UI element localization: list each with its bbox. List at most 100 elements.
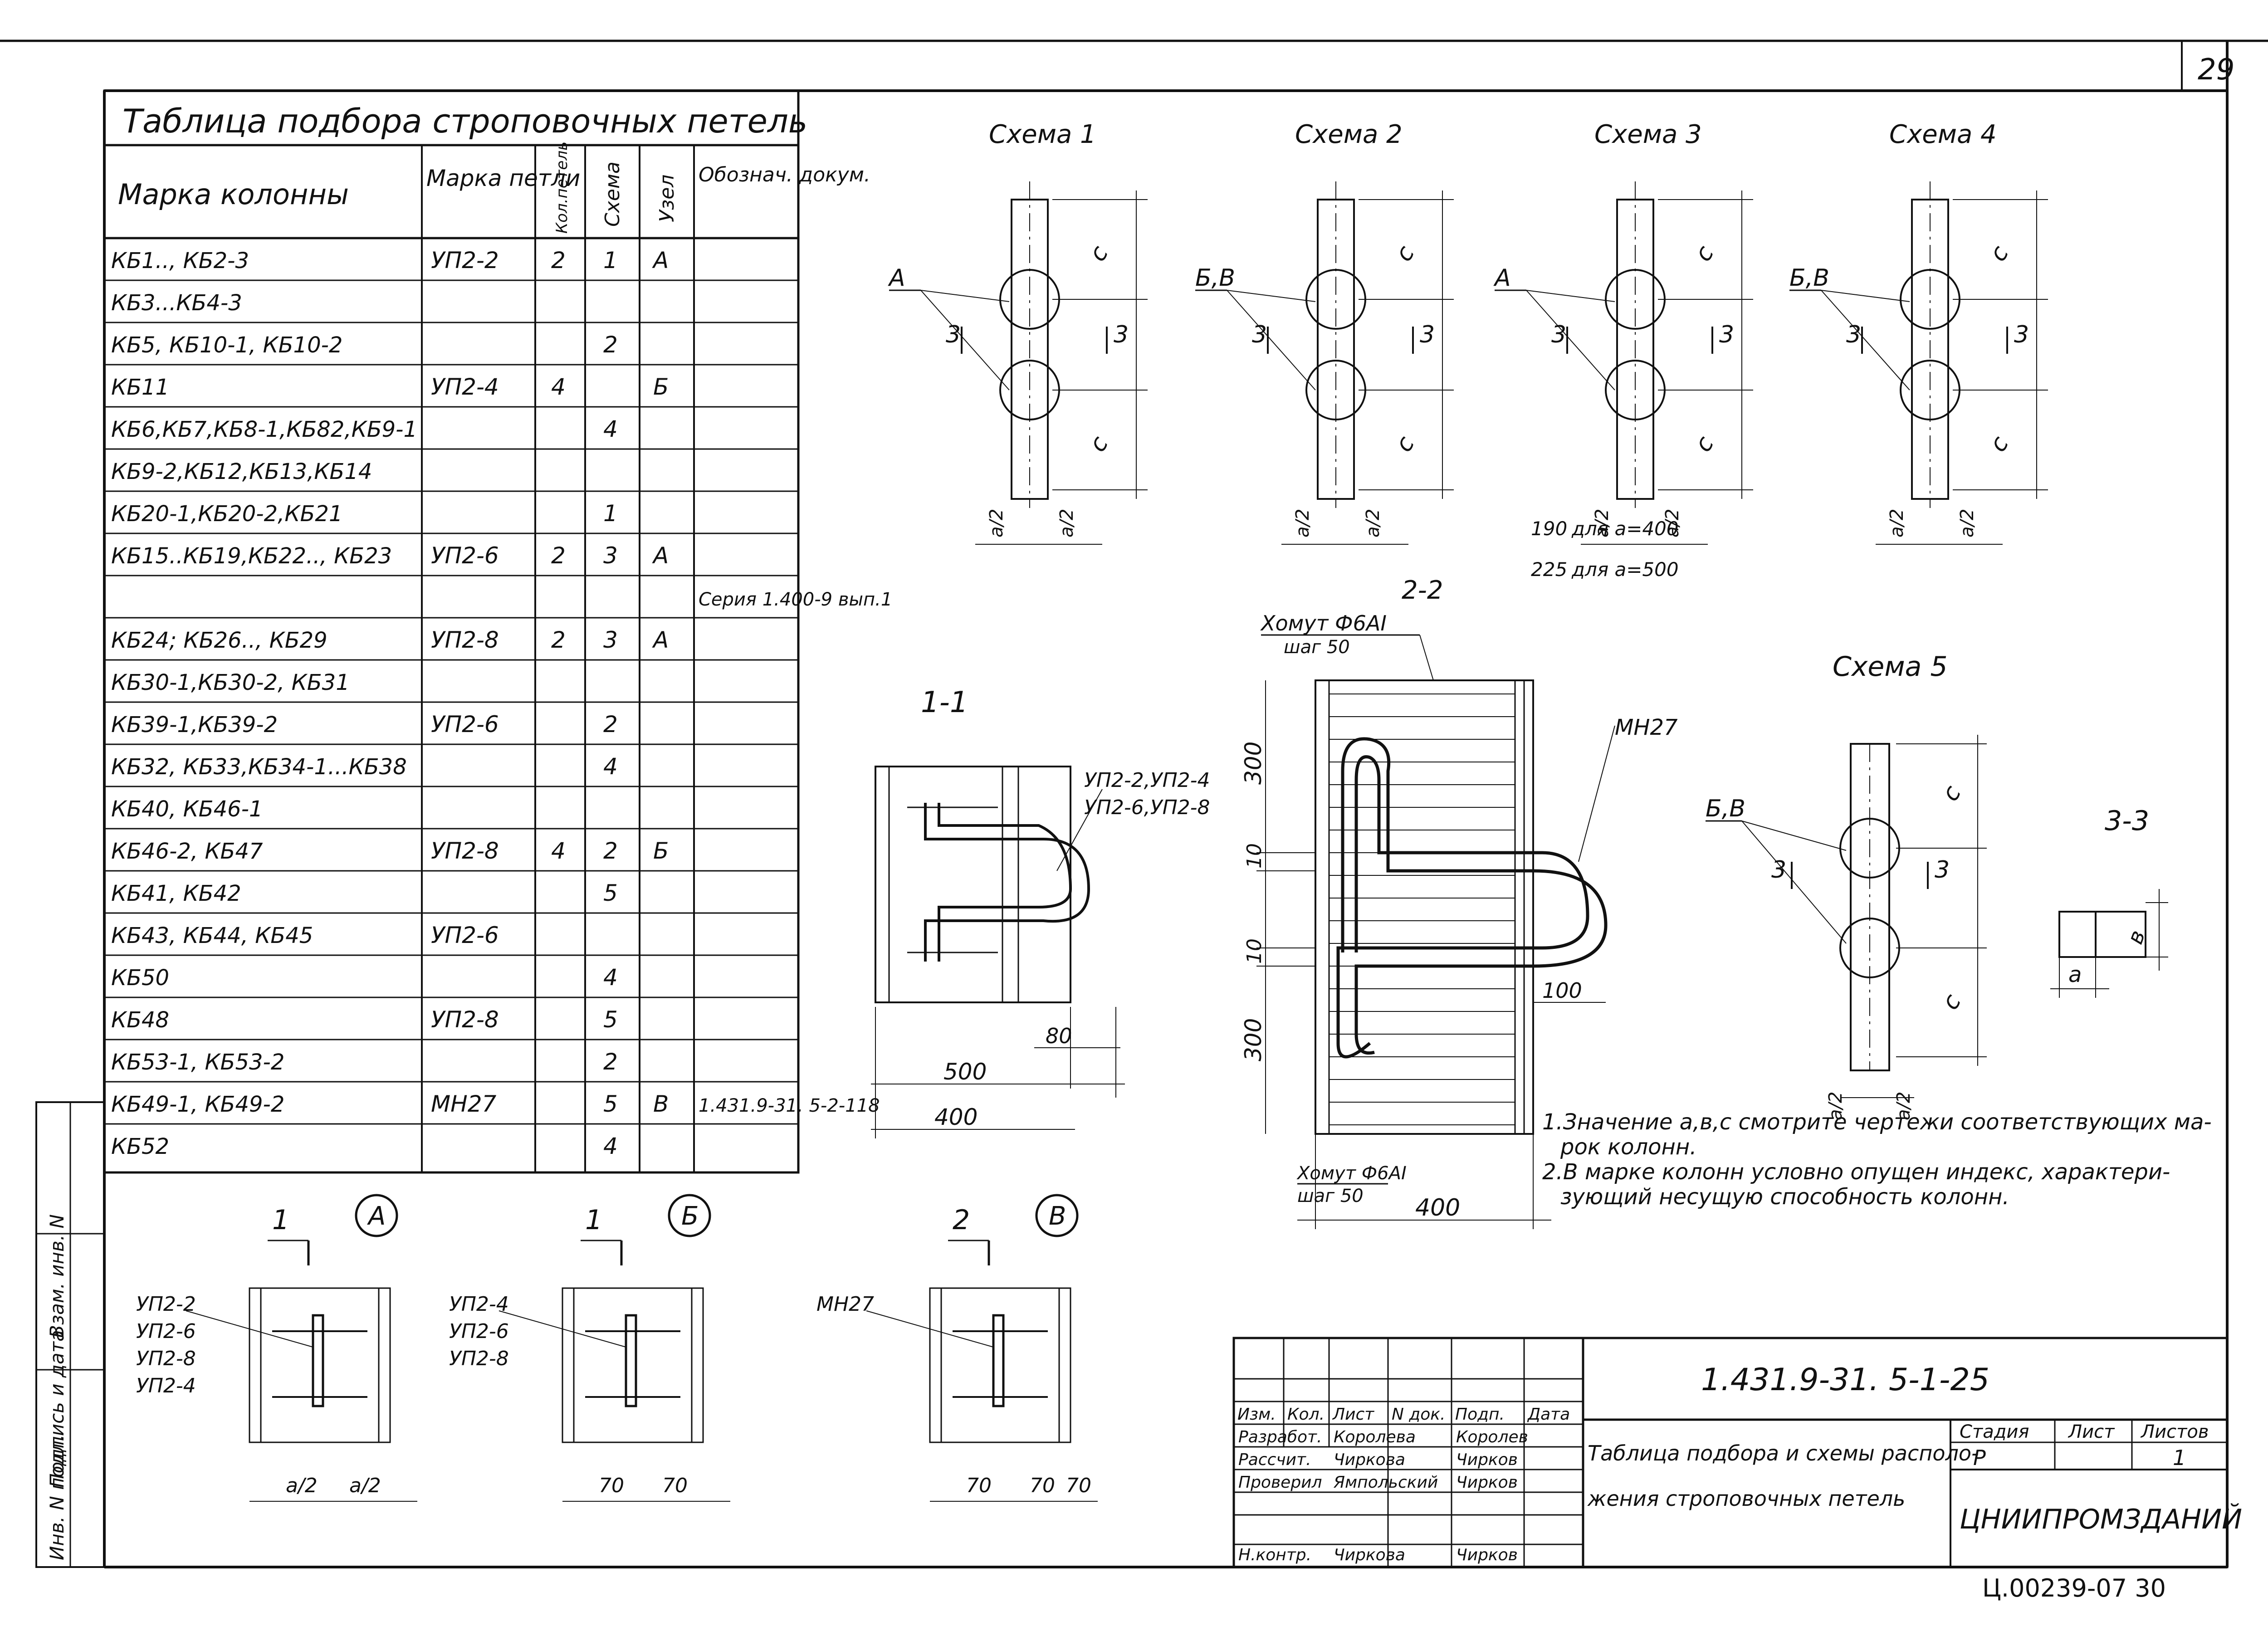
node-B-d1: 70 — [599, 1474, 624, 1497]
scheme-1-3l: 3 — [946, 321, 961, 348]
notes: 1.Значение а,в,с смотрите чертежи соотве… — [1542, 1109, 2212, 1210]
node-B-cut: 1 — [585, 1204, 602, 1236]
scheme-3-3l: 3 — [1551, 321, 1566, 348]
stamp-replace: Взам. инв. N — [46, 1214, 68, 1338]
node-V-label: В — [1049, 1201, 1066, 1231]
table-cell: УП2-8 — [431, 627, 499, 653]
tb-doc-code: 1.431.9-31. 5-1-25 — [1701, 1362, 1989, 1398]
tb-sheets: 1 — [2173, 1446, 2186, 1470]
table-cell: УП2-8 — [431, 838, 499, 864]
table-cell: 3 — [603, 627, 618, 653]
tb-name: Ямпольский — [1333, 1473, 1438, 1492]
scheme-3-c1: с — [1689, 241, 1719, 266]
section-3-3: 3-3 а в — [2050, 805, 2168, 998]
table-cell: 2 — [603, 838, 618, 864]
section-22-title: 2-2 — [1402, 576, 1443, 605]
node-B-loop: УП2-6 — [449, 1320, 509, 1343]
scheme-1-title: Схема 1 — [989, 120, 1096, 149]
tb-head: Изм. — [1237, 1405, 1276, 1424]
table-cell: 2 — [551, 247, 566, 273]
tb-role: Разработ. — [1238, 1428, 1322, 1446]
node-V-loop: МН27 — [816, 1293, 874, 1316]
scheme-3-c2: с — [1689, 432, 1719, 457]
table-cell: 2 — [603, 711, 618, 737]
tb-head: Лист — [1332, 1405, 1374, 1424]
note-1b: рок колонн. — [1560, 1134, 1697, 1160]
section-11-d500: 500 — [943, 1059, 987, 1085]
scheme-5-3r: 3 — [1935, 856, 1950, 884]
tb-name: Чиркова — [1334, 1450, 1405, 1469]
hdr-loop-mark: Марка петли — [426, 165, 580, 191]
tb-sign: Королев — [1456, 1428, 1528, 1446]
note-2b: зующий несущую способность колонн. — [1560, 1184, 2009, 1210]
scheme-5-title: Схема 5 — [1833, 651, 1948, 683]
tb-role: Проверил — [1238, 1473, 1322, 1492]
tb-stage-h: Стадия — [1960, 1421, 2029, 1442]
tb-title-2: жения строповочных петель — [1587, 1486, 1905, 1511]
section-22-mn27: МН27 — [1615, 715, 1678, 740]
tb-sheet-h: Лист — [2068, 1421, 2115, 1442]
section-11-title: 1-1 — [921, 686, 968, 719]
tb-sign: Чирков — [1456, 1450, 1518, 1469]
table-cell: КБ3...КБ4-3 — [111, 290, 242, 316]
tb-org: ЦНИИПРОМЗДАНИЙ — [1960, 1503, 2242, 1535]
section-22-d100: 100 — [1542, 978, 1582, 1003]
table-cell: КБ5, КБ10-1, КБ10-2 — [111, 332, 342, 358]
section-11-d400: 400 — [934, 1104, 978, 1130]
scheme-3-for400: для а=400 — [1571, 518, 1679, 540]
tb-head: Дата — [1527, 1405, 1570, 1424]
table-cell: 2 — [603, 332, 618, 358]
scheme-4-c1: с — [1984, 241, 2014, 266]
note-1a: 1.Значение а,в,с смотрите чертежи соотве… — [1542, 1109, 2212, 1135]
table-cell: А — [652, 542, 669, 569]
stamp-sign: Подпись и дата — [46, 1330, 68, 1488]
tb-sign: Чирков — [1456, 1473, 1518, 1492]
section-22-d10b: 10 — [1243, 938, 1266, 964]
hdr-loop-count: Кол.петель — [553, 142, 571, 234]
scheme-5: Схема 5 Б,В 3 3 с с а/2 а/2 — [1706, 651, 1987, 1120]
side-stamp: Инв. N подл. Подпись и дата Взам. инв. N — [35, 1101, 105, 1568]
table-cell: В — [653, 1091, 669, 1117]
table-cell: УП2-4 — [431, 374, 499, 400]
table-cell: Серия 1.400-9 вып.1 — [699, 589, 892, 610]
tb-sign: Чирков — [1456, 1546, 1518, 1564]
scheme-2-c1: с — [1390, 241, 1420, 266]
table-cell: КБ53-1, КБ53-2 — [111, 1050, 284, 1075]
table-cell: 4 — [551, 374, 566, 400]
table-cell: УП2-6 — [431, 922, 499, 948]
node-A-loop: УП2-2 — [136, 1293, 196, 1316]
table-cell: 2 — [551, 627, 566, 653]
section-22-d400: 400 — [1415, 1194, 1460, 1221]
table-cell: КБ30-1,КБ30-2, КБ31 — [111, 670, 350, 695]
scheme-2-title: Схема 2 — [1295, 120, 1403, 149]
scheme-3-190: 190 — [1531, 518, 1567, 540]
section-22-step-top: шаг 50 — [1284, 637, 1350, 658]
table-cell: 4 — [603, 1133, 618, 1159]
scheme-4-3l: 3 — [1846, 321, 1861, 348]
table-cell: 5 — [603, 1006, 618, 1033]
table-cell: Б — [653, 838, 669, 864]
table-cell: КБ52 — [111, 1134, 169, 1159]
section-22-d300b: 300 — [1240, 1018, 1266, 1061]
table-cell: 1 — [603, 500, 618, 527]
section-1-1: 1-1 УП2-2,УП2-4 УП2-6,УП2-8 80 500 400 — [871, 686, 1210, 1138]
node-V-cut: 2 — [953, 1204, 970, 1236]
section-22-step-bottom: шаг 50 — [1297, 1186, 1364, 1206]
table-cell: УП2-6 — [431, 542, 499, 569]
node-A-cut: 1 — [272, 1204, 289, 1236]
table-cell: 4 — [603, 964, 618, 991]
table-cell: 2 — [603, 1049, 618, 1075]
table-cell: УП2-6 — [431, 711, 499, 737]
node-B-loop: УП2-8 — [449, 1347, 509, 1370]
loop-selection-table: Таблица подбора строповочных петель Марк… — [103, 89, 892, 1174]
hdr-column-mark: Марка колонны — [118, 178, 349, 211]
table-cell: 2 — [551, 542, 566, 569]
scheme-3-mark: А — [1493, 264, 1511, 292]
node-A-label: А — [367, 1201, 386, 1231]
table-cell: КБ6,КБ7,КБ8-1,КБ82,КБ9-1 — [111, 417, 417, 442]
hdr-doc: Обознач. докум. — [699, 163, 870, 186]
